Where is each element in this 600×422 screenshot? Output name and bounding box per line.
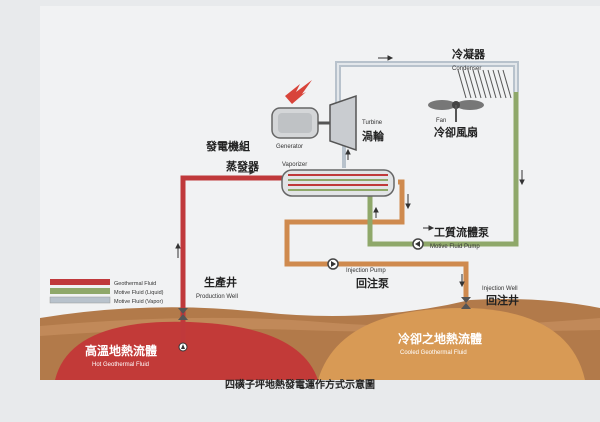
- hot-fluid-label-en: Hot Geothermal Fluid: [92, 362, 149, 368]
- injection-well-label-en: Injection Well: [482, 286, 518, 292]
- injection-pump-icon: [327, 258, 339, 270]
- pipe-injection: [284, 179, 469, 300]
- condenser-label-zh: 冷凝器: [452, 47, 486, 61]
- condenser: [457, 69, 512, 99]
- legend-label: Motive Fluid (Liquid): [114, 290, 164, 296]
- generator-label-zh: 發電機組: [205, 139, 250, 153]
- condenser-label-en: Condenser: [452, 66, 481, 72]
- injection-well-valve-icon: [461, 297, 471, 309]
- injection-well-label-zh: 回注井: [486, 293, 519, 307]
- flow-arrows: [175, 55, 525, 288]
- injection-pump-label-zh: 回注泵: [356, 276, 389, 290]
- legend-swatch-vapor: [49, 296, 111, 304]
- cooled-reservoir: [318, 307, 585, 380]
- production-well-label-en: Production Well: [196, 294, 238, 300]
- motive-pump-icon: [412, 238, 424, 250]
- production-well-valve-icon: [178, 308, 188, 352]
- hot-fluid-label-zh: 高溫地熱流體: [85, 343, 157, 358]
- cooling-fan-label-zh: 冷卻風扇: [434, 125, 478, 139]
- turbine-label-zh: 渦輪: [362, 129, 385, 143]
- injection-pump-label-en: Injection Pump: [346, 268, 386, 274]
- legend: Geothermal Fluid Motive Fluid (Liquid) M…: [49, 279, 164, 305]
- fan-label-en: Fan: [436, 118, 446, 124]
- vaporizer-icon: [281, 169, 395, 197]
- turbine-label-en: Turbine: [362, 120, 383, 126]
- caption: 四磺子坪地熱發電運作方式示意圖: [225, 378, 375, 391]
- cooled-fluid-label-zh: 冷卻之地熱流體: [398, 331, 482, 346]
- legend-label: Geothermal Fluid: [114, 281, 156, 287]
- pipe-production: [180, 175, 282, 345]
- lightning-icon: [285, 80, 312, 104]
- motive-pump-label-en: Motive Fluid Pump: [430, 244, 480, 250]
- legend-swatch-liquid: [50, 288, 110, 294]
- vaporizer-label-en: Vaporizer: [282, 162, 307, 168]
- cooled-fluid-label-en: Cooled Geothermal Fluid: [400, 350, 467, 356]
- production-well-label-zh: 生產井: [204, 275, 237, 289]
- generator-icon: [271, 107, 330, 139]
- hot-reservoir: [55, 321, 318, 380]
- generator-label-en: Generator: [276, 144, 303, 150]
- vaporizer-label-zh: 蒸發器: [226, 159, 260, 173]
- motive-pump-label-zh: 工質流體泵: [434, 225, 489, 239]
- pipe-liquid-return: [367, 92, 519, 247]
- turbine-icon: [329, 94, 357, 152]
- legend-swatch-geothermal: [50, 279, 110, 285]
- legend-label: Motive Fluid (Vapor): [114, 299, 163, 305]
- fan-icon: [428, 100, 484, 122]
